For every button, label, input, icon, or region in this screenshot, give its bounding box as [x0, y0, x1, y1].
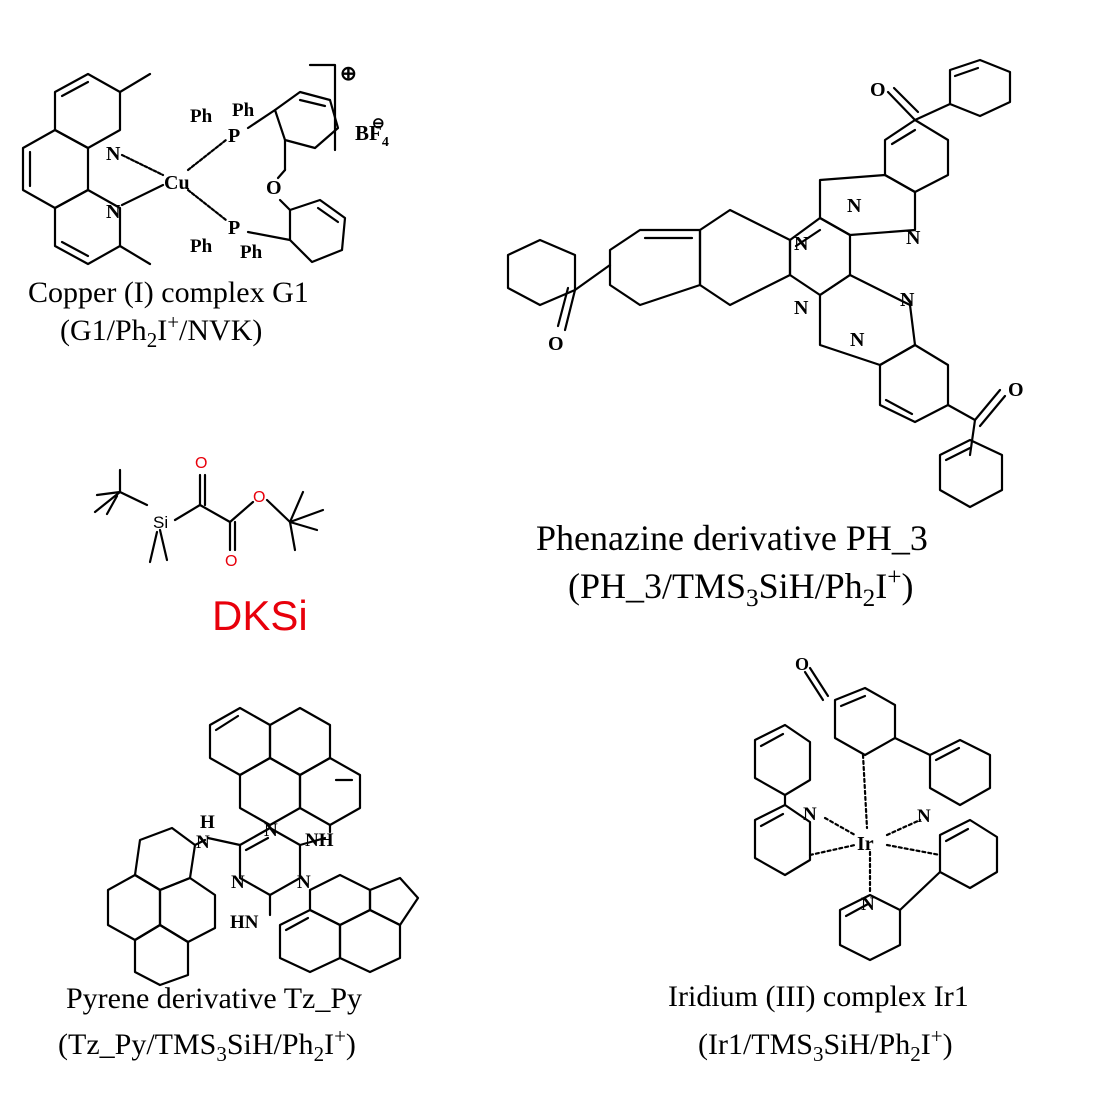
- atom-h: H: [200, 812, 215, 833]
- atom-n-5: N: [900, 289, 915, 311]
- caption-g1-title: Copper (I) complex G1: [28, 276, 309, 309]
- label-ph-3: Ph: [190, 236, 213, 257]
- label-ph-4: Ph: [240, 242, 263, 263]
- label-ph-1: Ph: [190, 106, 213, 127]
- atom-n-right: N: [917, 806, 931, 827]
- atom-n-4: N: [794, 297, 809, 319]
- atom-nh-right: NH: [305, 830, 334, 851]
- atom-o: O: [266, 177, 282, 199]
- atom-n-left: N: [196, 832, 210, 853]
- label-ph-2: Ph: [232, 100, 255, 121]
- atom-o-top: O: [195, 455, 207, 472]
- atom-n-6: N: [850, 329, 865, 351]
- structure-phenazine-ph3: O O O N N N N N N: [506, 58, 1024, 509]
- atom-o-bottom: O: [225, 553, 237, 570]
- atom-n-bottom: N: [106, 201, 121, 223]
- atom-ir: Ir: [857, 833, 874, 855]
- caption-g1-system: (G1/Ph2I+/NVK): [60, 310, 263, 352]
- structure-dksi: Si O O O: [93, 455, 325, 570]
- structure-pyrene-tz-py: H N NH HN N N N: [106, 706, 420, 987]
- caption-ph3-system: (PH_3/TMS3SiH/Ph2I+): [568, 564, 914, 613]
- atom-ring-n-3: N: [297, 872, 311, 893]
- atom-p-bottom: P: [228, 217, 240, 239]
- atom-n-2: N: [906, 227, 921, 249]
- caption-tzpy-title: Pyrene derivative Tz_Py: [66, 982, 363, 1015]
- atom-o-left: O: [548, 333, 564, 355]
- atom-n-1: N: [847, 195, 862, 217]
- atom-o: O: [795, 654, 809, 674]
- structure-copper-complex-g1: N N Cu P P O Ph Ph Ph Ph BF4 ⊕ ⊖: [21, 63, 389, 266]
- counter-ion-bf: BF4: [355, 121, 389, 150]
- charge-minus: ⊖: [372, 116, 385, 132]
- caption-tzpy-system: (Tz_Py/TMS3SiH/Ph2I+): [58, 1024, 356, 1066]
- dksi-label: DKSi: [212, 592, 308, 639]
- structure-iridium-ir1: O Ir N N N: [753, 654, 999, 962]
- atom-n-3: N: [794, 233, 809, 255]
- atom-n-bottom: N: [861, 894, 875, 915]
- atom-si: Si: [153, 513, 168, 532]
- atom-cu: Cu: [164, 172, 190, 194]
- charge-plus: ⊕: [340, 63, 357, 85]
- caption-ir1-system: (Ir1/TMS3SiH/Ph2I+): [698, 1024, 953, 1066]
- atom-o-right: O: [1008, 379, 1024, 401]
- atom-n-left: N: [803, 804, 817, 825]
- atom-o-top: O: [870, 79, 886, 101]
- caption-ph3-title: Phenazine derivative PH_3: [536, 518, 928, 558]
- atom-ring-n-2: N: [231, 872, 245, 893]
- caption-ir1-title: Iridium (III) complex Ir1: [668, 980, 969, 1013]
- atom-ring-n-1: N: [264, 820, 278, 841]
- atom-hn-bottom: HN: [230, 912, 259, 933]
- atom-p-top: P: [228, 125, 240, 147]
- atom-n-top: N: [106, 143, 121, 165]
- atom-o-ester: O: [253, 489, 265, 506]
